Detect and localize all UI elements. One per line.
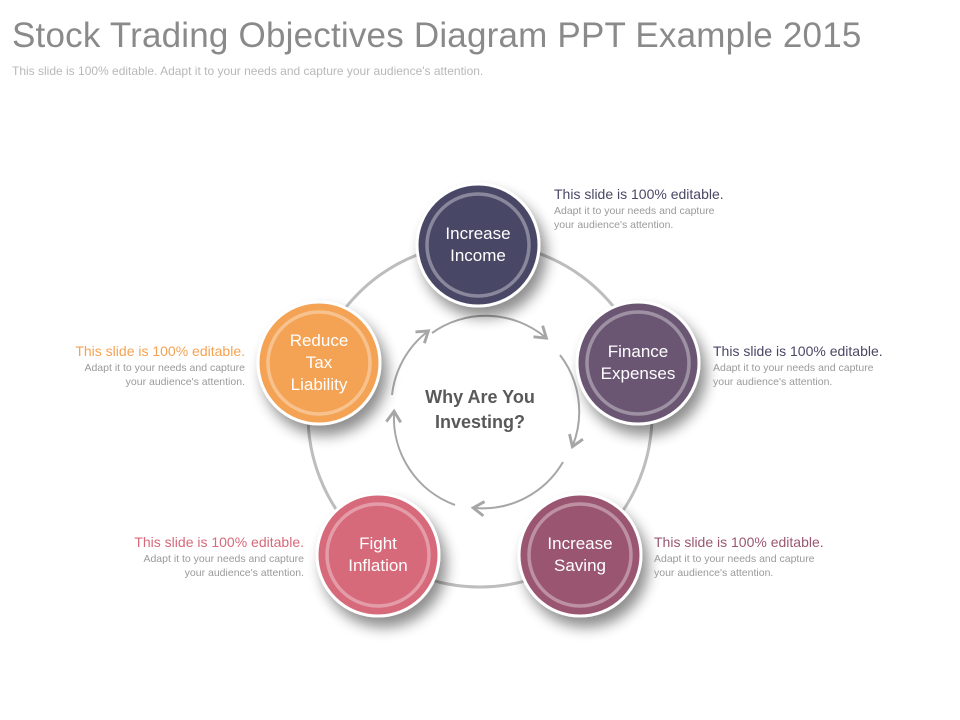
inner-arrow-5 [391, 329, 431, 396]
slide-title: Stock Trading Objectives Diagram PPT Exa… [12, 16, 862, 55]
callout-finance-expenses: This slide is 100% editable. Adapt it to… [713, 343, 883, 388]
callout-increase-income: This slide is 100% editable. Adapt it to… [554, 186, 724, 231]
callout-reduce-tax-liability: This slide is 100% editable. Adapt it to… [75, 343, 245, 388]
callout-fight-inflation: This slide is 100% editable. Adapt it to… [134, 534, 304, 579]
inner-arrow-1 [431, 314, 549, 340]
node-increase-saving [517, 492, 643, 618]
slide-subtitle: This slide is 100% editable. Adapt it to… [12, 64, 484, 78]
node-increase-income [415, 182, 541, 308]
node-fight-inflation [315, 492, 441, 618]
callout-increase-saving: This slide is 100% editable. Adapt it to… [654, 534, 824, 579]
inner-arrow-3 [470, 461, 564, 518]
inner-arrow-2 [559, 354, 584, 450]
node-finance-expenses [575, 300, 701, 426]
center-question: Why Are You Investing? [425, 387, 535, 432]
inner-arrow-4 [385, 408, 456, 506]
node-reduce-tax-liability [256, 300, 382, 426]
